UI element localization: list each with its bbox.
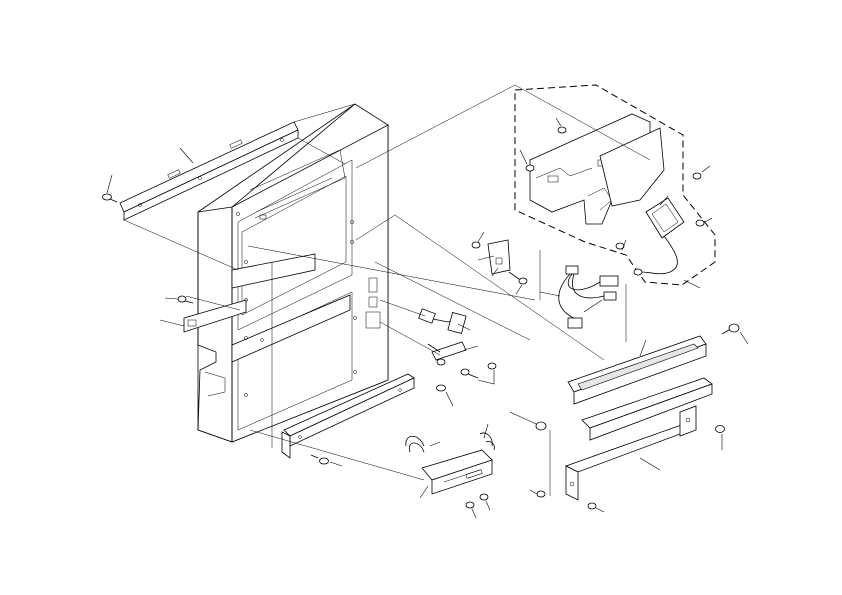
leader-line <box>164 297 179 300</box>
connector-cable-upper <box>418 308 467 334</box>
guide-rail-upper <box>567 335 707 405</box>
leader-line <box>683 279 701 289</box>
leader-line <box>483 423 489 439</box>
leader-line <box>659 195 669 206</box>
leader-line <box>477 231 485 243</box>
guide-rail-middle <box>581 377 713 441</box>
leader-line <box>595 507 605 513</box>
leader-line <box>429 441 441 447</box>
connector-cable-lower <box>427 341 467 366</box>
leader-line <box>529 489 538 495</box>
leader-line <box>621 239 627 251</box>
leader-line <box>159 319 185 327</box>
leader-line <box>639 457 661 471</box>
leader-line <box>701 165 711 173</box>
leader-line <box>463 345 479 351</box>
leader-line <box>471 508 477 519</box>
leader-line <box>445 391 454 407</box>
screws-center <box>436 362 497 392</box>
main-frame-panel <box>197 103 389 443</box>
leader-line <box>704 217 713 223</box>
leader-line <box>491 267 499 277</box>
leader-line <box>485 500 491 511</box>
leader-line <box>477 255 495 261</box>
screw-bottom-rail <box>310 454 329 465</box>
leader-line <box>739 331 749 345</box>
leader-line <box>639 339 647 357</box>
leader-line <box>555 117 562 127</box>
screws-right-rails <box>535 323 740 510</box>
bottom-rail-bracket <box>281 373 415 459</box>
leader-line <box>519 149 528 165</box>
leader-line <box>329 461 343 467</box>
leader-line <box>515 284 523 295</box>
leader-line <box>583 299 603 313</box>
screws-fan-group <box>525 126 705 250</box>
screw-left-middle <box>177 295 194 304</box>
small-bracket-center <box>471 239 528 285</box>
leader-line <box>477 370 495 385</box>
guide-rail-lower <box>564 405 698 501</box>
top-left-bracket <box>119 121 299 221</box>
screw-top-left <box>102 193 118 203</box>
control-board-assembly <box>405 432 495 495</box>
leader-line <box>419 485 429 499</box>
fan-assembly-group <box>514 84 716 286</box>
wire-harness <box>558 265 619 329</box>
leader-line <box>457 323 471 331</box>
leader-line <box>539 291 561 297</box>
leader-line <box>106 174 113 194</box>
assembly-lines <box>123 84 651 496</box>
leader-line <box>509 411 537 425</box>
screws-bottom-center <box>465 493 489 509</box>
leader-line <box>179 147 194 164</box>
